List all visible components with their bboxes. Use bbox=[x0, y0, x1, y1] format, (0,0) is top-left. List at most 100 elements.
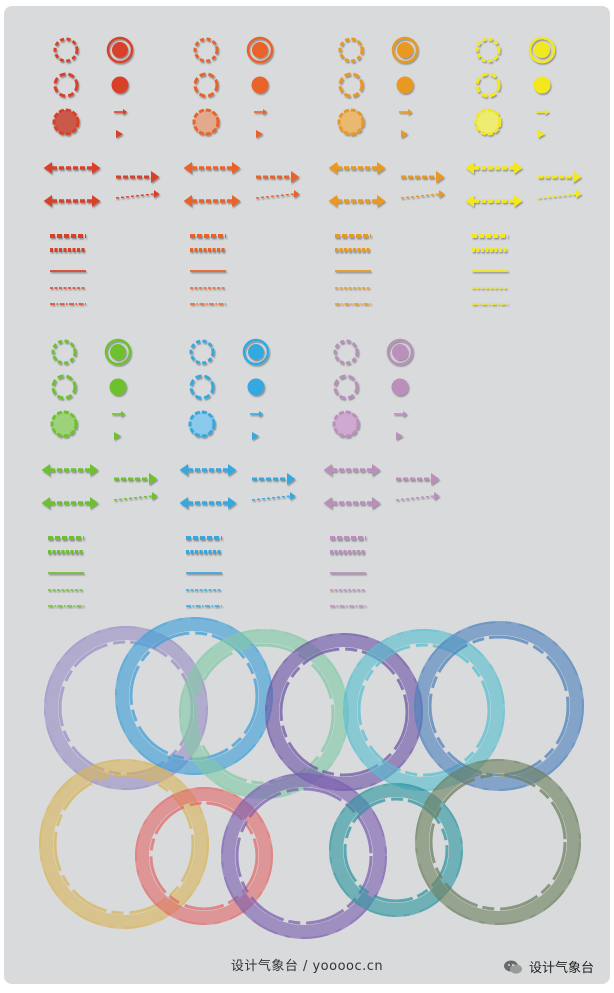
arrowhead-icon bbox=[41, 464, 50, 476]
ring-button-core-icon bbox=[392, 344, 408, 360]
brush-ring-inner-stroke bbox=[193, 643, 335, 785]
element-set-amber bbox=[328, 36, 445, 305]
ring-button-core-icon bbox=[534, 42, 550, 58]
arrowhead-icon bbox=[232, 195, 241, 207]
arrowhead-icon bbox=[323, 464, 332, 476]
dashed-ring-icon bbox=[338, 37, 364, 63]
arrowhead-icon bbox=[228, 464, 237, 476]
arrowhead-icon bbox=[328, 162, 337, 174]
arrowhead-icon bbox=[259, 411, 264, 417]
dashed-disc-icon bbox=[188, 410, 216, 438]
arrowhead-icon bbox=[514, 162, 523, 174]
vector-asset-canvas bbox=[39, 36, 584, 939]
dashed-disc-icon bbox=[52, 108, 80, 136]
brush-ring-inner-stroke bbox=[279, 647, 409, 777]
arrowhead-icon bbox=[90, 464, 99, 476]
solid-dot-icon bbox=[533, 76, 551, 94]
solid-dot-icon bbox=[391, 378, 409, 396]
brush-ring-inner-stroke bbox=[235, 787, 373, 925]
brush-ring-purple bbox=[221, 773, 387, 939]
brush-ring-teal bbox=[329, 783, 463, 917]
dashed-ring-icon bbox=[475, 37, 501, 63]
arrowhead-icon bbox=[436, 171, 445, 183]
brush-ring-outer-stroke bbox=[135, 787, 273, 925]
dashed-disc-icon bbox=[474, 108, 502, 136]
arrowhead-icon bbox=[403, 411, 408, 417]
brush-ring-inner-stroke bbox=[357, 643, 491, 777]
dashed-ring-icon bbox=[51, 374, 77, 400]
brush-ring-gold bbox=[39, 759, 209, 929]
dashed-ring-icon bbox=[333, 374, 359, 400]
arrowhead-icon bbox=[372, 464, 381, 476]
arrowhead-icon bbox=[232, 162, 241, 174]
wechat-label: 设计气象台 bbox=[528, 961, 594, 976]
thin-arrow-shaft bbox=[251, 495, 291, 501]
arrowhead-icon bbox=[377, 195, 386, 207]
ring-button-icon bbox=[106, 36, 134, 64]
brush-ring-inner-stroke bbox=[53, 773, 195, 915]
arrowhead-icon bbox=[179, 497, 188, 509]
brush-ring-steel-blue bbox=[414, 621, 584, 791]
arrowhead-icon bbox=[179, 464, 188, 476]
brush-ring-stroke bbox=[414, 621, 584, 791]
arrowhead-icon bbox=[183, 162, 192, 174]
arrowhead-icon bbox=[576, 190, 582, 198]
arrowhead-icon bbox=[290, 492, 296, 500]
brush-ring-stroke bbox=[415, 759, 581, 925]
arrowhead-icon bbox=[439, 190, 445, 198]
ring-button-core-icon bbox=[110, 344, 126, 360]
dashed-ring-icon bbox=[475, 72, 501, 98]
brush-ring-outer-stroke bbox=[415, 759, 581, 925]
brush-ring-stroke bbox=[343, 629, 505, 791]
ring-button-icon bbox=[242, 338, 270, 366]
solid-dot-icon bbox=[247, 378, 265, 396]
dashed-disc-icon bbox=[337, 108, 365, 136]
dashed-ring-icon bbox=[333, 339, 359, 365]
brush-ring-inner-stroke bbox=[428, 635, 570, 777]
arrowhead-icon bbox=[514, 195, 523, 207]
brush-ring-outer-stroke bbox=[329, 783, 463, 917]
arrowhead-icon bbox=[465, 195, 474, 207]
brush-ring-stroke bbox=[329, 783, 463, 917]
arrowhead-icon bbox=[43, 195, 52, 207]
thin-arrow-shaft bbox=[115, 193, 155, 199]
ring-button-core-icon bbox=[397, 42, 413, 58]
arrowhead-icon bbox=[41, 497, 50, 509]
arrowhead-icon bbox=[92, 195, 101, 207]
brush-ring-aqua bbox=[343, 629, 505, 791]
brush-ring-outer-stroke bbox=[221, 773, 387, 939]
brush-ring-olive bbox=[415, 759, 581, 925]
solid-dot-icon bbox=[251, 76, 269, 94]
triangle-icon bbox=[538, 130, 545, 138]
solid-dot-icon bbox=[396, 76, 414, 94]
arrowhead-icon bbox=[151, 171, 160, 183]
arrowhead-icon bbox=[154, 190, 160, 198]
ring-button-core-icon bbox=[112, 42, 128, 58]
arrowhead-icon bbox=[123, 109, 128, 115]
dashed-disc-icon bbox=[332, 410, 360, 438]
brush-ring-inner-stroke bbox=[429, 773, 567, 911]
arrowhead-icon bbox=[263, 109, 268, 115]
arrowhead-icon bbox=[90, 497, 99, 509]
arrowhead-icon bbox=[92, 162, 101, 174]
solid-dot-icon bbox=[111, 76, 129, 94]
arrowhead-icon bbox=[149, 473, 158, 485]
element-set-blue bbox=[179, 338, 296, 607]
thin-arrow-shaft bbox=[400, 193, 440, 199]
asset-board bbox=[4, 6, 610, 984]
solid-dot-icon bbox=[109, 378, 127, 396]
element-set-lilac bbox=[323, 338, 440, 607]
ring-button-icon bbox=[104, 338, 132, 366]
brush-ring-inner-stroke bbox=[149, 801, 259, 911]
dashed-ring-icon bbox=[53, 72, 79, 98]
dashed-ring-icon bbox=[189, 339, 215, 365]
arrowhead-icon bbox=[377, 162, 386, 174]
thin-arrow-shaft bbox=[255, 193, 295, 199]
ring-button-core-icon bbox=[248, 344, 264, 360]
dashed-ring-icon bbox=[193, 72, 219, 98]
arrowhead-icon bbox=[408, 109, 413, 115]
ring-button-icon bbox=[391, 36, 419, 64]
dashed-disc-icon bbox=[50, 410, 78, 438]
arrowhead-icon bbox=[183, 195, 192, 207]
brush-ring-stroke bbox=[115, 617, 273, 775]
